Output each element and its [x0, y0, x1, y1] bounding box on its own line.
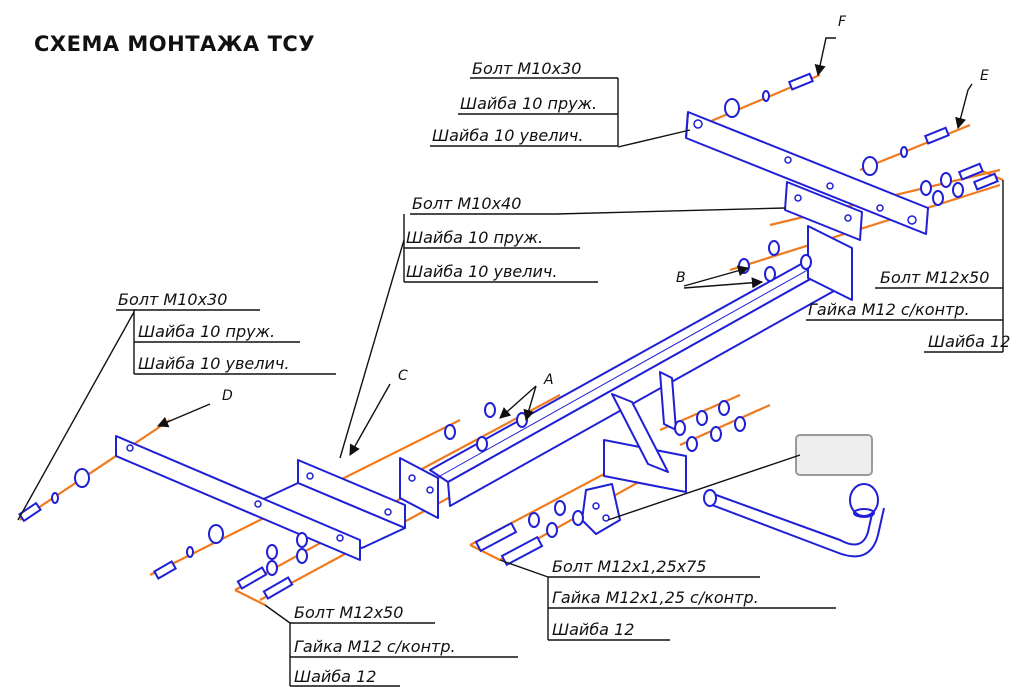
right-callout-line-1: Болт M12x50: [880, 268, 989, 287]
fasteners: [18, 72, 999, 600]
top-callout-line-3: Шайба 10 увелич.: [432, 126, 583, 145]
ball-mount-bracket: [603, 439, 687, 493]
bottom-center-callout-line-1: Болт M12x1,25x75: [552, 557, 706, 576]
electrical-plug-box: [795, 434, 873, 476]
marker-e: E: [980, 68, 989, 84]
marker-b: B: [676, 270, 686, 286]
marker-letters: F E B A C D: [222, 14, 989, 404]
marker-c: C: [398, 368, 408, 384]
middle-callout-line-1: Болт M10x40: [412, 194, 521, 213]
marker-a: A: [543, 372, 554, 388]
marker-f: F: [838, 14, 847, 30]
left-callout-line-3: Шайба 10 увелич.: [138, 354, 289, 373]
middle-callout-line-2: Шайба 10 пруж.: [406, 228, 543, 247]
bottom-center-callout-line-3: Шайба 12: [552, 620, 634, 639]
marker-arrows: [156, 37, 973, 456]
bottom-left-callout-line-1: Болт M12x50: [294, 603, 403, 622]
bottom-left-callout-line-3: Шайба 12: [294, 667, 376, 686]
marker-d: D: [222, 388, 233, 404]
left-callout-line-2: Шайба 10 пруж.: [138, 322, 275, 341]
holes: [126, 119, 917, 542]
middle-callout-line-3: Шайба 10 увелич.: [406, 262, 557, 281]
callout-text: Болт M10x30 Шайба 10 пруж. Шайба 10 увел…: [118, 59, 1010, 686]
diagram-title: СХЕМА МОНТАЖА ТСУ: [34, 32, 316, 56]
parts: [115, 111, 929, 561]
top-callout-line-2: Шайба 10 пруж.: [460, 94, 597, 113]
left-callout-line-1: Болт M10x30: [118, 290, 227, 309]
tow-hook-end: [703, 489, 717, 507]
socket-plate: [581, 483, 621, 535]
right-callout-line-2: Гайка M12 с/контр.: [808, 300, 970, 319]
bottom-center-callout-line-2: Гайка M12x1,25 с/контр.: [552, 588, 759, 607]
right-callout-line-3: Шайба 12: [928, 332, 1010, 351]
top-spacer-plate: [784, 181, 863, 241]
bottom-left-callout-line-2: Гайка M12 с/контр.: [294, 637, 456, 656]
ball-mount-side: [611, 393, 669, 473]
tow-hook-arm: [707, 491, 885, 558]
left-flange: [399, 457, 439, 519]
top-callout-line-1: Болт M10x30: [472, 59, 581, 78]
leader-lines: [17, 77, 1004, 687]
middle-plate-face: [254, 482, 406, 549]
